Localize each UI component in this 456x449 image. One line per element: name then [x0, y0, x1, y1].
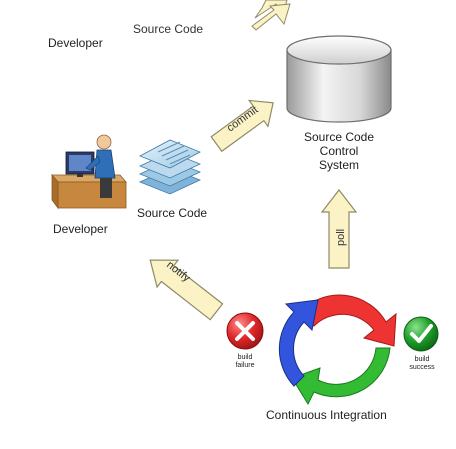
- ci-label: Continuous Integration: [266, 408, 387, 422]
- notify-arrow: [149, 259, 224, 321]
- build-failure-label: build failure: [229, 354, 261, 370]
- scm-label: Source Code Control System: [285, 130, 393, 172]
- build-success-line1: build: [414, 356, 430, 363]
- scm-label-line1: Source Code: [303, 130, 375, 144]
- source-code-icon: [138, 139, 202, 195]
- poll-arrow: [320, 189, 358, 269]
- build-failure-line2: failure: [235, 362, 255, 369]
- poll-label: poll: [335, 229, 347, 246]
- source-code-top-label: Source Code: [133, 22, 204, 36]
- build-success-icon: [403, 316, 439, 352]
- build-failure-line1: build: [237, 354, 253, 361]
- developer-label: Developer: [53, 222, 108, 236]
- source-code-label: Source Code: [137, 206, 208, 220]
- developer-icon: [51, 134, 127, 210]
- developer-top-label: Developer: [48, 36, 103, 50]
- database-icon: [286, 35, 392, 123]
- commit-arrow: [210, 99, 274, 153]
- build-success-line2: success: [409, 364, 435, 371]
- scm-label-line3: System: [318, 158, 359, 172]
- scm-label-line2: Control: [319, 144, 359, 158]
- ci-cycle-icon: [278, 294, 397, 406]
- build-failure-icon: [226, 312, 264, 350]
- build-success-label: build success: [405, 356, 439, 372]
- commit-arrow-top: [251, 0, 291, 31]
